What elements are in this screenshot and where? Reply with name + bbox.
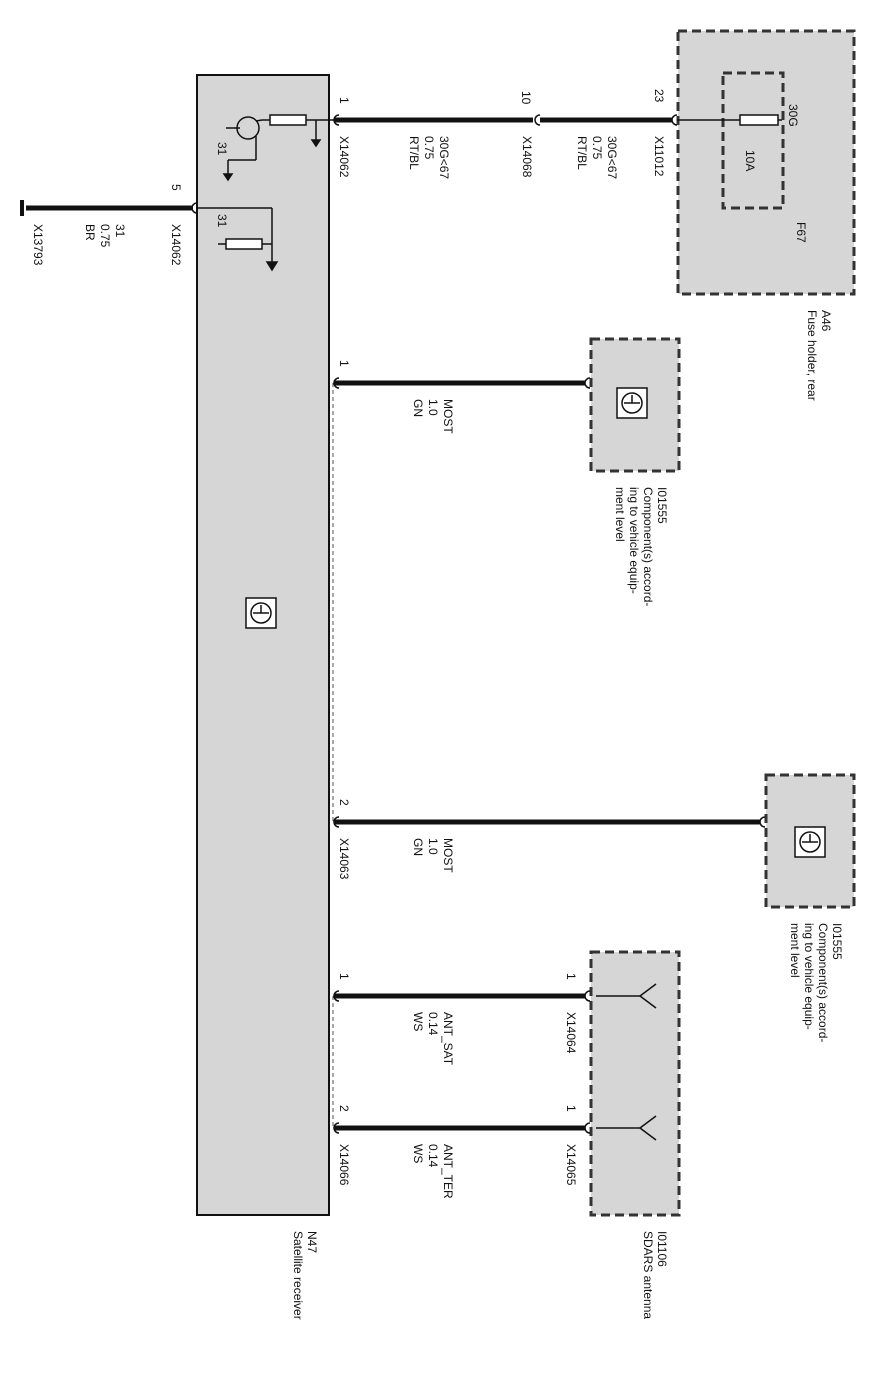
ground-color: BR: [83, 224, 97, 241]
satellite-receiver-box: [196, 74, 330, 1216]
connector-hook: [333, 1122, 340, 1134]
pin-recv-ant-sat: 1: [337, 973, 351, 980]
antenna-code: I01106: [655, 1231, 669, 1267]
most-component-1-name-l3: ment level: [613, 487, 627, 542]
ant-sat-signal: ANT_SAT: [441, 1012, 455, 1066]
most-2-signal: MOST: [441, 838, 455, 873]
pin-recv-ant-ter: 2: [337, 1105, 351, 1112]
connector-hook: [584, 990, 591, 1002]
most-component-1-code: I01555: [655, 487, 669, 524]
connector-hook: [333, 377, 340, 389]
conn-recv-ant-ter: X14066: [337, 1144, 351, 1186]
receiver-ground-31-top: 31: [215, 142, 229, 156]
connector-hook: [333, 816, 340, 828]
most-2-color: GN: [411, 838, 425, 856]
conn-mid-power: X14068: [520, 136, 534, 178]
receiver-code: N47: [305, 1231, 319, 1253]
ant-ter-gauge: 0.14: [426, 1144, 440, 1168]
conn-ant-sat: X14064: [564, 1012, 578, 1054]
conn-recv-ground: X14062: [169, 224, 183, 266]
fuse-holder-code: A46: [819, 310, 833, 332]
most-symbol-component-1: [616, 387, 648, 419]
antenna-name: SDARS antenna: [641, 1231, 655, 1319]
most-component-2-name-l2: ing to vehicle equip-: [802, 923, 816, 1030]
connector-hook: [333, 114, 340, 126]
most-1-gauge: 1.0: [426, 399, 440, 416]
conn-recv-most-2: X14063: [337, 838, 351, 880]
connector-hook: [584, 1122, 591, 1134]
conn-fuse-power: X11012: [652, 136, 666, 177]
most-component-1-name-l1: Component(s) accord-: [641, 487, 655, 606]
connector-hook: [759, 816, 766, 828]
most-component-2-code: I01555: [830, 923, 844, 960]
pin-recv-most-2: 2: [337, 799, 351, 806]
ground-circuit: [197, 207, 279, 272]
power-gauge-2: 0.75: [590, 136, 604, 160]
most-component-2-name-l3: ment level: [788, 923, 802, 978]
power-input-circuit: [222, 114, 334, 182]
fuse-inner-box: [721, 71, 785, 210]
ant-sat-gauge: 0.14: [426, 1012, 440, 1036]
pin-recv-ground: 5: [169, 184, 183, 191]
fuse-terminal-label: 30G: [786, 104, 800, 127]
pin-recv-power: 1: [337, 97, 351, 104]
most-1-signal: MOST: [441, 399, 455, 434]
fuse-id-label: F67: [794, 222, 808, 243]
most-1-color: GN: [411, 399, 425, 417]
power-signal-2: 30G<67: [605, 136, 619, 179]
pin-fuse-power: 23: [652, 89, 666, 103]
fuse-element: [739, 114, 779, 126]
pin-ant-sat: 1: [564, 973, 578, 980]
receiver-ground-31-bottom: 31: [215, 214, 229, 228]
ground-signal: 31: [113, 224, 127, 238]
power-color-2: RT/BL: [575, 136, 589, 170]
fuse-holder-name: Fuse holder, rear: [805, 310, 819, 401]
conn-ground: X13793: [31, 224, 45, 266]
pin-recv-most-1: 1: [337, 360, 351, 367]
fuse-rating-label: 10A: [743, 150, 757, 171]
connector-hook: [191, 202, 198, 214]
ant-ter-signal: ANT_TER: [441, 1144, 455, 1199]
antenna-symbol-ter: [596, 1115, 657, 1141]
conn-recv-power: X14062: [337, 136, 351, 178]
most-component-2-name-l1: Component(s) accord-: [816, 923, 830, 1042]
conn-ant-ter: X14065: [564, 1144, 578, 1186]
connector-hook: [584, 377, 591, 389]
connector-hook: [534, 114, 541, 126]
pin-ant-ter: 1: [564, 1105, 578, 1112]
power-gauge: 0.75: [422, 136, 436, 160]
connector-hook: [333, 990, 340, 1002]
most-symbol-receiver: [245, 597, 277, 629]
connector-hook: [671, 114, 678, 126]
most-2-gauge: 1.0: [426, 838, 440, 855]
ant-sat-color: WS: [411, 1012, 425, 1031]
ant-ter-color: WS: [411, 1144, 425, 1163]
ground-gauge: 0.75: [98, 224, 112, 248]
most-symbol-component-2: [794, 826, 826, 858]
power-signal: 30G<67: [437, 136, 451, 179]
power-color: RT/BL: [407, 136, 421, 170]
most-component-1-name-l2: ing to vehicle equip-: [627, 487, 641, 594]
pin-mid-power: 10: [519, 91, 533, 105]
sdars-antenna-box: [589, 950, 681, 1217]
antenna-symbol-sat: [596, 983, 657, 1009]
receiver-name: Satellite receiver: [291, 1231, 305, 1320]
connector-hooks: [191, 114, 766, 1134]
